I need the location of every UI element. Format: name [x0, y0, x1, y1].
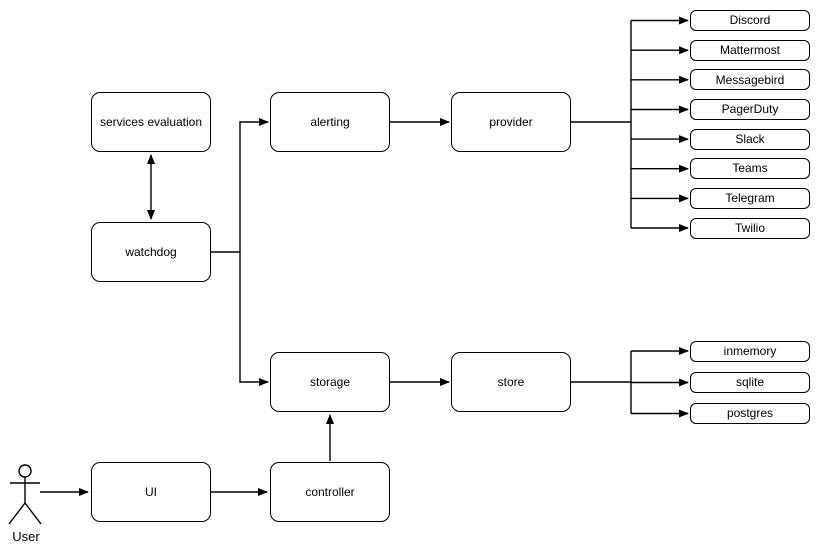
edge-provider-trunk	[571, 20, 632, 228]
provider-type-twilio: Twilio	[690, 217, 810, 239]
node-ui: UI	[91, 462, 211, 522]
node-store: store	[451, 352, 571, 412]
edge-store-trunk	[571, 351, 632, 414]
node-watchdog: watchdog	[91, 222, 211, 282]
store-type-postgres: postgres	[690, 403, 810, 424]
provider-type-teams: Teams	[690, 158, 810, 180]
store-type-sqlite: sqlite	[690, 372, 810, 393]
node-services-evaluation: services evaluation	[91, 92, 211, 152]
store-type-inmemory: inmemory	[690, 340, 810, 362]
provider-type-mattermost: Mattermost	[690, 39, 810, 61]
provider-type-slack: Slack	[690, 128, 810, 150]
node-controller: controller	[270, 462, 390, 522]
provider-type-pagerduty: PagerDuty	[690, 99, 810, 120]
user-label: User	[12, 529, 40, 544]
provider-type-messagebird: Messagebird	[690, 69, 810, 91]
edge-watchdog-storage	[239, 252, 269, 386]
provider-type-telegram: Telegram	[690, 187, 810, 209]
provider-type-discord: Discord	[690, 10, 810, 31]
node-provider: provider	[451, 92, 571, 152]
node-alerting: alerting	[270, 92, 390, 152]
edge-watchdog-alerting	[211, 118, 269, 253]
node-storage: storage	[270, 352, 390, 412]
user-actor-icon	[8, 464, 42, 525]
